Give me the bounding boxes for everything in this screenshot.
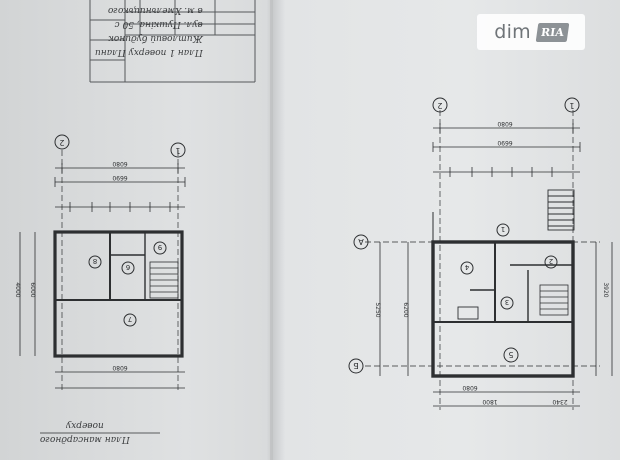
dimension-label: 1800 xyxy=(482,398,497,405)
caption-line: поверху xyxy=(65,420,104,430)
room-number: 7 xyxy=(128,315,132,323)
room-number: 5 xyxy=(508,350,513,359)
room-number: 9 xyxy=(158,243,162,251)
room-number: 4 xyxy=(464,263,469,271)
dimension-label: 6080 xyxy=(112,160,127,167)
dimension-label: 6690 xyxy=(112,174,127,181)
plan-caption: План мансардного поверху xyxy=(40,418,130,446)
axis-label: 1 xyxy=(569,101,574,110)
axis-label: 2 xyxy=(437,101,442,110)
left-plan xyxy=(19,134,186,390)
caption-line: План мансардного xyxy=(40,434,130,444)
watermark-brand: dim xyxy=(494,21,531,43)
dimria-watermark: dim RIA xyxy=(477,14,585,50)
title-line: в м. Хмельницького xyxy=(107,5,203,15)
axis-label: А xyxy=(358,237,364,246)
dimension-label: 3920 xyxy=(602,282,609,297)
axis-label: 2 xyxy=(59,138,64,147)
dimension-label: 6200 xyxy=(402,302,409,317)
room-number: 1 xyxy=(501,225,505,233)
dimension-label: 6080 xyxy=(462,384,477,391)
room-number: 3 xyxy=(505,298,509,306)
room-number: 8 xyxy=(93,257,97,265)
right-plan xyxy=(348,97,613,410)
title-line: Житловий будинок xyxy=(108,33,203,43)
axis-label: Б xyxy=(353,361,359,370)
axis-label: 1 xyxy=(175,146,180,155)
title-block-table xyxy=(89,0,256,83)
dimension-label: 6000 xyxy=(29,282,36,297)
title-line: План 1 поверху Плани xyxy=(95,47,203,57)
dimension-label: 6080 xyxy=(497,120,512,127)
dimension-label: 2340 xyxy=(552,398,567,405)
page-fold xyxy=(270,0,273,460)
title-line: вул. Пушкіна, 50 с xyxy=(114,19,203,29)
watermark-badge: RIA xyxy=(535,22,570,42)
title-block-text: План 1 поверху Плани Житловий будинок ву… xyxy=(95,3,203,59)
dimension-label: 6690 xyxy=(497,139,512,146)
dimension-label: 4000 xyxy=(14,282,21,297)
room-number: 6 xyxy=(125,263,130,271)
dimension-label: 6080 xyxy=(112,364,127,371)
room-number: 2 xyxy=(549,257,553,265)
dimension-label: 5250 xyxy=(374,302,381,317)
